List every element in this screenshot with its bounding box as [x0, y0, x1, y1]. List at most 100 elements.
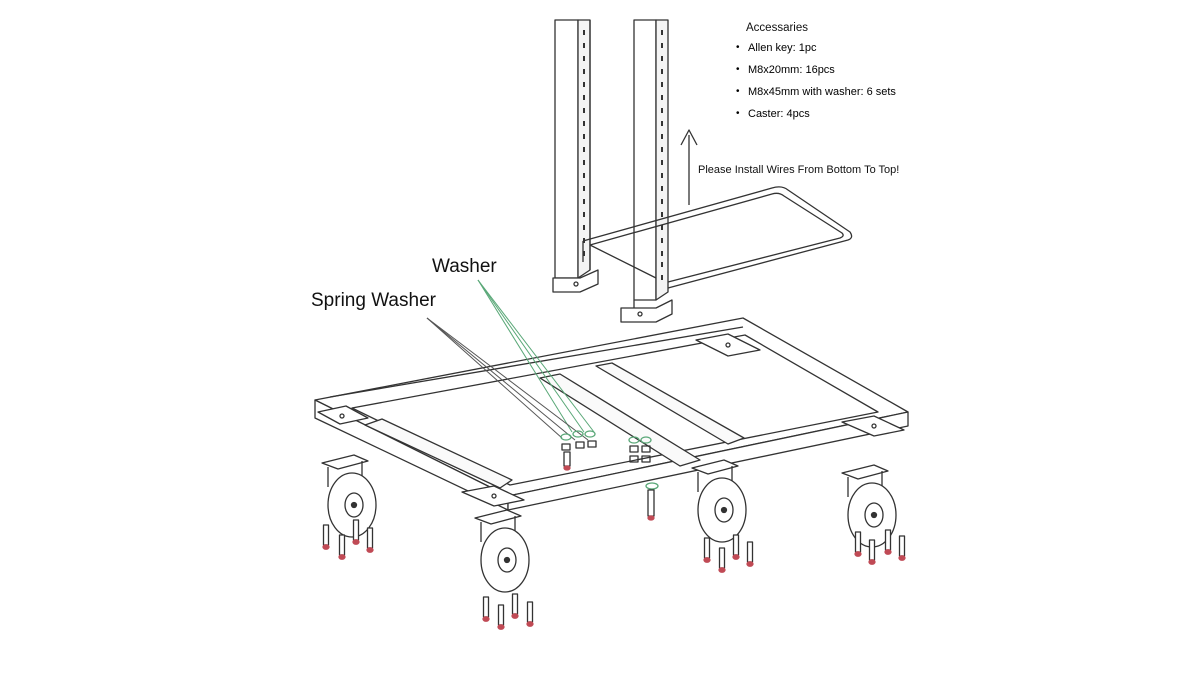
- post-slot: [583, 56, 585, 61]
- bolt-head: [352, 539, 360, 545]
- caster-axle: [503, 556, 511, 564]
- post-slot: [661, 95, 663, 100]
- caster: [841, 464, 897, 548]
- post-slot: [583, 225, 585, 230]
- bullet-icon: •: [736, 108, 740, 119]
- caster-bolt: [526, 601, 534, 627]
- right-upright-post: [620, 19, 673, 323]
- caster-axle: [350, 501, 358, 509]
- bolt-shank: [338, 534, 346, 556]
- bullet-icon: •: [736, 86, 740, 97]
- post-slot: [583, 251, 585, 256]
- caster: [474, 509, 530, 593]
- caster-bolt: [703, 537, 711, 563]
- spring-washer-callout: Spring Washer: [311, 290, 436, 311]
- post-holes: [583, 30, 663, 280]
- accessory-item: • M8x45mm with washer: 6 sets: [736, 84, 896, 106]
- caster-bolt: [718, 547, 726, 573]
- bolt-head: [322, 544, 330, 550]
- left-upright-post: [552, 19, 599, 293]
- caster-hub: [344, 492, 364, 518]
- bolt-head: [366, 547, 374, 553]
- post-slot: [661, 262, 663, 267]
- caster-plate: [474, 509, 522, 525]
- caster-bolt: [366, 527, 374, 553]
- post-slot: [583, 212, 585, 217]
- post-slot: [661, 225, 663, 230]
- caster-plate: [841, 464, 889, 480]
- accessory-item: • M8x20mm: 16pcs: [736, 62, 896, 84]
- bolt-shank: [703, 537, 711, 559]
- caster-plate: [321, 454, 369, 470]
- caster-axle: [870, 511, 878, 519]
- caster-bolt: [854, 531, 862, 557]
- washer-leaders: [477, 279, 595, 433]
- bolt-head: [703, 557, 711, 563]
- post-slot: [583, 108, 585, 113]
- caster-hub: [714, 497, 734, 523]
- base-frame: [314, 317, 909, 511]
- bolt-shank: [884, 529, 892, 551]
- casters: [321, 454, 897, 593]
- spring-washer-leaders: [426, 317, 589, 441]
- post-slot: [661, 30, 663, 35]
- bolt-shank: [352, 519, 360, 541]
- accessory-label: M8x45mm with washer: 6 sets: [748, 86, 896, 98]
- bullet-icon: •: [736, 42, 740, 53]
- wire-shelf: [582, 186, 853, 289]
- bolt-head: [746, 561, 754, 567]
- post-slot: [661, 134, 663, 139]
- bolt-shank: [746, 541, 754, 563]
- accessory-label: M8x20mm: 16pcs: [748, 64, 835, 76]
- caster: [321, 454, 377, 538]
- bolt-head: [884, 549, 892, 555]
- post-slot: [661, 160, 663, 165]
- caster-axle: [720, 506, 728, 514]
- accessory-label: Caster: 4pcs: [748, 108, 810, 120]
- post-slot: [661, 147, 663, 152]
- caster-bolt: [352, 519, 360, 545]
- post-slot: [661, 121, 663, 126]
- bolt-shank: [854, 531, 862, 553]
- caster-hub: [497, 547, 517, 573]
- bolt-shank: [526, 601, 534, 623]
- post-slot: [661, 69, 663, 74]
- bolt-head: [482, 616, 490, 622]
- bolt-head: [854, 551, 862, 557]
- bolt-shank: [732, 534, 740, 556]
- post-slot: [661, 56, 663, 61]
- caster-hub: [864, 502, 884, 528]
- post-slot: [661, 212, 663, 217]
- bolt-head: [526, 621, 534, 627]
- post-slot: [583, 160, 585, 165]
- center-hardware: [560, 430, 659, 521]
- post-slot: [583, 173, 585, 178]
- caster-bolt: [322, 524, 330, 550]
- bolt-shank: [482, 596, 490, 618]
- washer-callout: Washer: [432, 256, 497, 277]
- bolt-head: [732, 554, 740, 560]
- caster-bolt: [884, 529, 892, 555]
- bullet-icon: •: [736, 64, 740, 75]
- bolt-head: [898, 555, 906, 561]
- bolt-shank: [718, 547, 726, 569]
- bolt-shank: [497, 604, 505, 626]
- post-slot: [583, 199, 585, 204]
- bolt-shank: [366, 527, 374, 549]
- install-arrow: [680, 129, 698, 205]
- post-slot: [661, 251, 663, 256]
- bolt-head: [497, 624, 505, 630]
- post-slot: [583, 147, 585, 152]
- post-slot: [661, 173, 663, 178]
- caster-plate: [691, 459, 739, 475]
- bolt-shank: [511, 593, 519, 615]
- post-slot: [583, 43, 585, 48]
- post-slot: [661, 82, 663, 87]
- caster-bolt: [868, 539, 876, 565]
- post-slot: [583, 134, 585, 139]
- bolt-head: [868, 559, 876, 565]
- accessories-list: •Allen key: 1pc •M8x20mm: 16pcs •M8x45mm…: [736, 40, 896, 128]
- post-slot: [661, 238, 663, 243]
